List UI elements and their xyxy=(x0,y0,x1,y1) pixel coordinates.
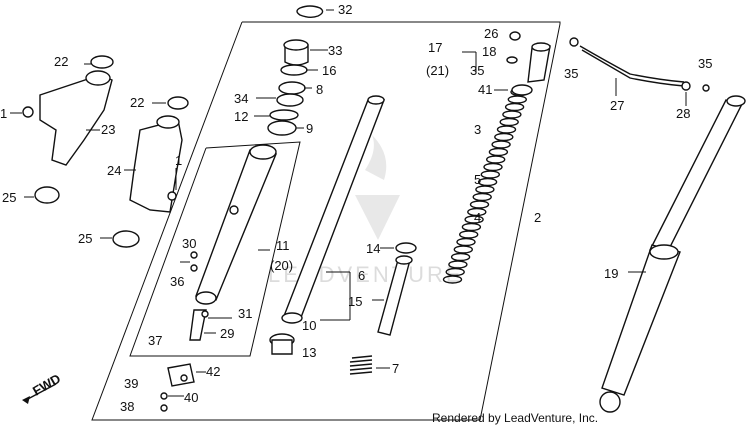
callout-c23: 23 xyxy=(101,122,115,137)
fork-cap-stack xyxy=(254,39,328,136)
spring-coil xyxy=(475,185,495,194)
spring-coil xyxy=(472,192,492,202)
callout-c25b: 25 xyxy=(78,231,92,246)
callout-c9: 9 xyxy=(306,121,313,136)
spring-coil xyxy=(494,132,514,142)
callout-c35b: 35 xyxy=(564,66,578,81)
spring-coil xyxy=(486,155,506,164)
callout-c41: 41 xyxy=(478,82,492,97)
callout-c35c: 35 xyxy=(698,56,712,71)
callout-c3: 3 xyxy=(474,122,481,137)
callout-c20: (20) xyxy=(270,258,293,273)
callout-c35a: 35 xyxy=(470,63,484,78)
callout-c32: 32 xyxy=(338,2,352,17)
callout-c24: 24 xyxy=(107,163,121,178)
rebound-spring-part-7 xyxy=(349,355,390,375)
o-ring-part-32 xyxy=(296,5,334,18)
spring-coil xyxy=(491,140,511,149)
callout-c7: 7 xyxy=(392,361,399,376)
spring-coil xyxy=(507,95,527,104)
dust-seal-part-25 xyxy=(24,186,140,248)
callout-c22b: 22 xyxy=(130,95,144,110)
breather-tube-part-27 xyxy=(569,37,710,106)
assembly-frame xyxy=(91,21,561,421)
callout-c38: 38 xyxy=(120,399,134,414)
callout-c28: 28 xyxy=(676,106,690,121)
callout-c19: 19 xyxy=(604,266,618,281)
fwd-arrow-icon: FWD xyxy=(22,371,63,404)
callout-c31: 31 xyxy=(238,306,252,321)
callout-c36: 36 xyxy=(170,274,184,289)
render-credit: Rendered by LeadVenture, Inc. xyxy=(432,411,598,425)
spring-coil xyxy=(504,102,525,112)
spring-coil xyxy=(459,230,479,239)
fwd-label: FWD xyxy=(30,371,63,399)
spring-coil xyxy=(477,177,498,187)
callout-c25a: 25 xyxy=(2,190,16,205)
callout-c15: 15 xyxy=(348,294,362,309)
callout-c21: (21) xyxy=(426,63,449,78)
spring-coil xyxy=(442,275,463,284)
fork-spring-part-4 xyxy=(442,87,530,284)
callout-c14: 14 xyxy=(366,241,380,256)
callout-c13: 13 xyxy=(302,345,316,360)
callout-c30: 30 xyxy=(182,236,196,251)
callout-c42: 42 xyxy=(206,364,220,379)
callout-c5: 5 xyxy=(474,172,481,187)
fork-slider-part-11 xyxy=(195,144,277,305)
spring-coil xyxy=(450,252,471,262)
callout-c17: 17 xyxy=(428,40,442,55)
spring-coil xyxy=(499,117,519,127)
callout-c29: 29 xyxy=(220,326,234,341)
callout-c26: 26 xyxy=(484,26,498,41)
callout-c1b: 1 xyxy=(175,153,182,168)
spring-coil xyxy=(488,147,509,157)
spring-coil xyxy=(469,200,490,209)
callout-c33: 33 xyxy=(328,43,342,58)
watermark-logo: LEADVENTURE xyxy=(268,135,461,287)
callout-c34: 34 xyxy=(234,91,248,106)
spring-coil xyxy=(483,162,503,172)
top-cap-bolt-part-18 xyxy=(462,31,551,96)
spring-coil xyxy=(480,170,500,179)
inner-tube-part-6 xyxy=(269,95,386,355)
callout-c37: 37 xyxy=(148,333,162,348)
spring-coil xyxy=(456,237,476,247)
fork-assembly-part-19 xyxy=(599,95,746,413)
callout-c11: 11 xyxy=(276,238,290,253)
callout-c16: 16 xyxy=(322,63,336,78)
fork-bridge-part-24 xyxy=(124,96,189,213)
callout-c1: 1 xyxy=(0,106,7,121)
damper-rod-part-15 xyxy=(372,242,417,336)
callout-c39: 39 xyxy=(124,376,138,391)
axle-holder-part-42 xyxy=(160,363,206,412)
spring-coil xyxy=(496,125,517,134)
callout-c6: 6 xyxy=(358,268,365,283)
callout-c10: 10 xyxy=(302,318,316,333)
callout-c27: 27 xyxy=(610,98,624,113)
callout-c18: 18 xyxy=(482,44,496,59)
callout-c4: 4 xyxy=(474,210,481,225)
drain-bolt-part-30 xyxy=(180,251,198,272)
callout-c22a: 22 xyxy=(54,54,68,69)
callout-c12: 12 xyxy=(234,109,248,124)
callout-c8: 8 xyxy=(316,82,323,97)
socket-bolt-part-29 xyxy=(189,309,232,341)
fork-bridge-part-23 xyxy=(10,55,114,166)
spring-coil xyxy=(502,110,522,119)
spring-coil xyxy=(453,245,473,254)
callout-c40: 40 xyxy=(184,390,198,405)
callout-c2: 2 xyxy=(534,210,541,225)
